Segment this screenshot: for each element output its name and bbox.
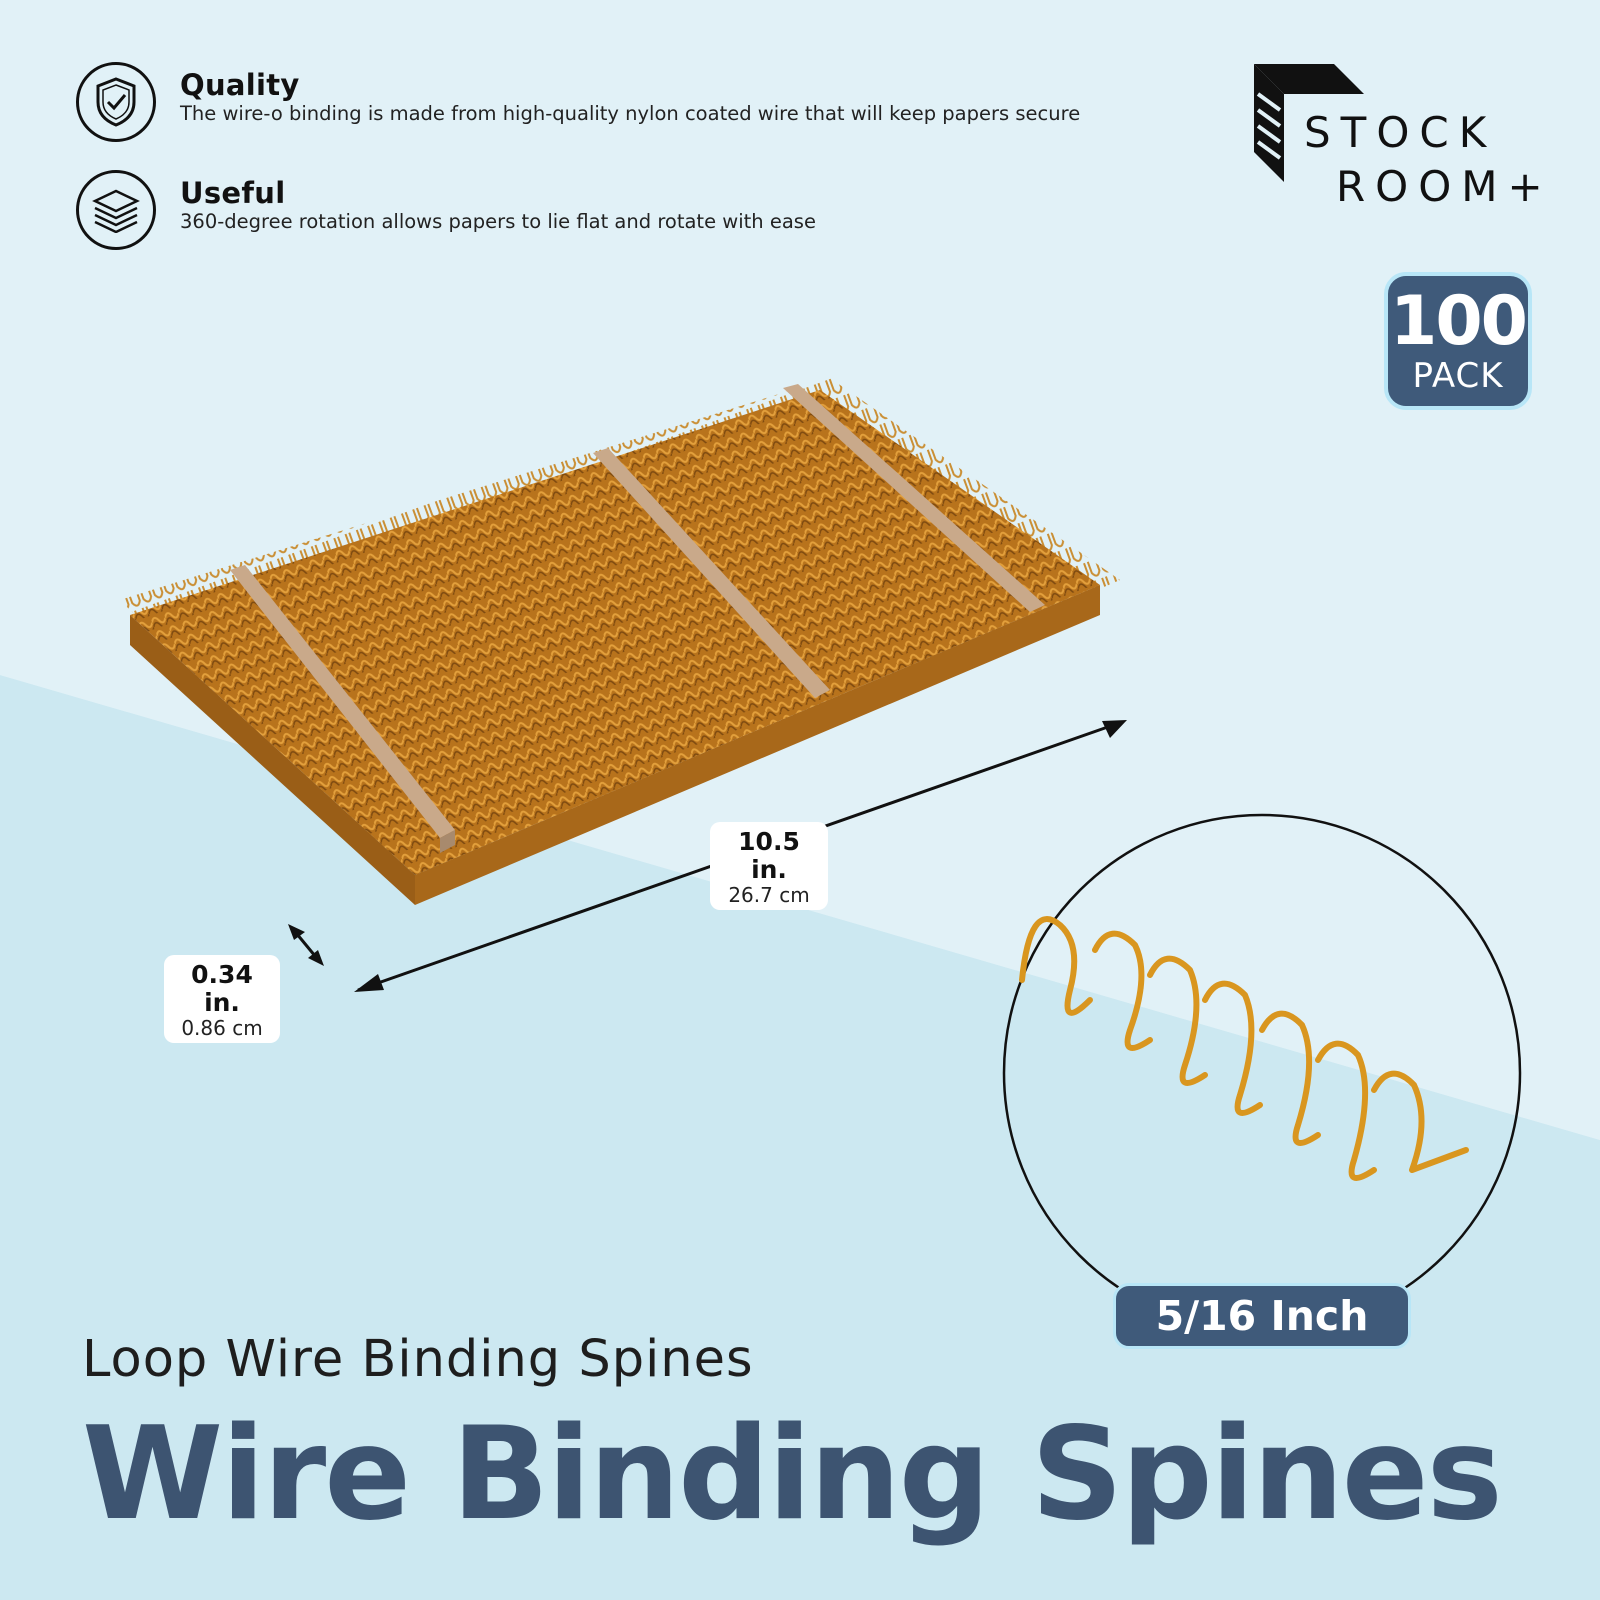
wire-spine-stack <box>120 378 1120 905</box>
logo-mark-icon <box>1254 64 1364 182</box>
product-subtitle: Loop Wire Binding Spines <box>82 1330 754 1389</box>
brand-name-line2: ROOM+ <box>1336 162 1553 211</box>
feature-title: Quality <box>180 68 300 102</box>
feature-title: Useful <box>180 176 286 210</box>
length-inches: 10.5 in. <box>738 827 800 884</box>
zoom-detail-circle <box>1002 813 1522 1333</box>
length-label: 10.5 in. 26.7 cm <box>710 822 828 910</box>
thickness-cm: 0.86 cm <box>181 1016 263 1040</box>
wire-loop-closeup <box>1019 916 1469 1181</box>
pack-unit: PACK <box>1412 356 1504 396</box>
length-cm: 26.7 cm <box>728 883 810 907</box>
feature-description: The wire-o binding is made from high-qua… <box>180 102 1081 125</box>
thickness-dimension-arrow <box>288 924 324 966</box>
product-title: Wire Binding Spines <box>82 1400 1503 1549</box>
brand-name-line1: STOCK <box>1304 108 1497 157</box>
stacked-layers-icon <box>76 170 156 250</box>
thickness-inches: 0.34 in. <box>191 960 253 1017</box>
pack-count: 100 <box>1390 282 1528 361</box>
feature-description: 360-degree rotation allows papers to lie… <box>180 210 816 233</box>
shield-check-icon <box>76 62 156 142</box>
thickness-label: 0.34 in. 0.86 cm <box>164 955 280 1043</box>
pack-count-badge: 100 PACK <box>1384 272 1532 410</box>
spine-size-label: 5/16 Inch <box>1113 1283 1411 1349</box>
brand-logo: STOCK ROOM+ <box>1254 64 1554 214</box>
